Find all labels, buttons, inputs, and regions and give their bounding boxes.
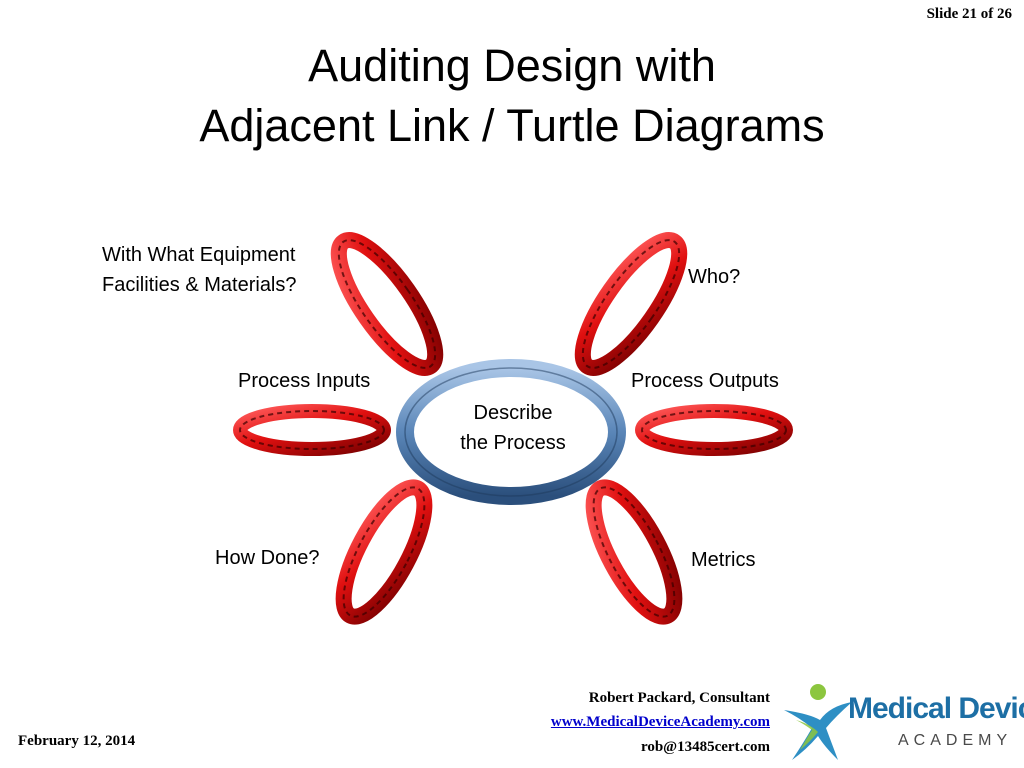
center-label: Describe the Process (431, 398, 595, 458)
website-link[interactable]: www.MedicalDeviceAcademy.com (550, 714, 770, 730)
ring-metrics (585, 479, 683, 625)
ring-outputs (635, 404, 793, 456)
footer-website: www.MedicalDeviceAcademy.com (551, 714, 770, 731)
label-outputs: Process Outputs (631, 370, 779, 392)
label-inputs: Process Inputs (238, 370, 371, 392)
label-metrics: Metrics (691, 549, 756, 571)
title-line-1: Auditing Design with (308, 40, 716, 91)
label-equipment: With What Equipment Facilities & Materia… (102, 240, 297, 300)
slide-indicator: Slide 21 of 26 (926, 6, 1012, 22)
footer-email: rob@13485cert.com (640, 739, 770, 755)
center-label-line-1: Describe (473, 402, 553, 424)
label-who: Who? (688, 266, 741, 288)
ring-who (574, 232, 688, 376)
slide-title: Auditing Design with Adjacent Link / Tur… (0, 36, 1024, 156)
ring-center (396, 359, 626, 505)
footer-author: Robert Packard, Consultant (588, 690, 770, 706)
academy-figure-icon (784, 684, 852, 760)
title-line-2: Adjacent Link / Turtle Diagrams (199, 100, 825, 151)
logo-subtitle: ACADEMY (898, 732, 1013, 749)
ring-how-done (335, 479, 433, 625)
label-how-done: How Done? (215, 547, 320, 569)
label-equipment-line-2: Facilities & Materials? (102, 274, 297, 296)
label-equipment-line-1: With What Equipment (102, 244, 296, 266)
ring-inputs (233, 404, 391, 456)
medical-device-academy-logo: Medical Device ACADEMY (780, 680, 1024, 764)
ring-equipment (330, 232, 444, 376)
footer-date: February 12, 2014 (18, 733, 136, 749)
center-label-line-2: the Process (460, 432, 566, 454)
logo-name: Medical Device (848, 692, 1024, 725)
